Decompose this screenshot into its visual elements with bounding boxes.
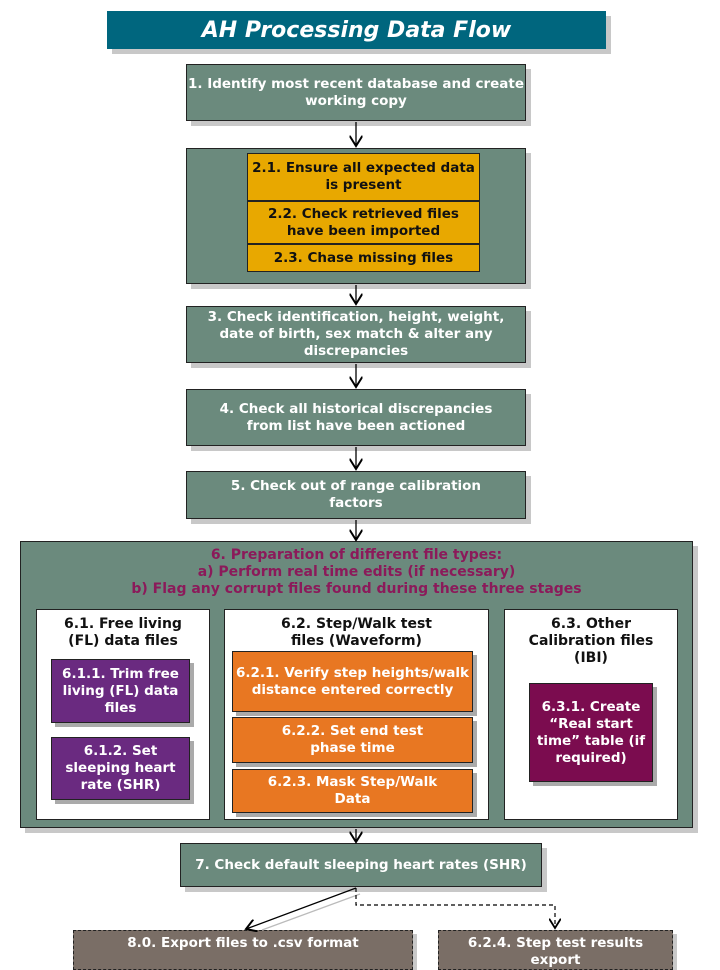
step-2-1: 2.1. Ensure all expected data is present [247, 153, 480, 201]
step-2-2: 2.2. Check retrieved files have been imp… [247, 201, 480, 244]
step-1: 1. Identify most recent database and cre… [186, 64, 526, 121]
step-6-2-3: 6.2.3. Mask Step/Walk Data [232, 769, 473, 813]
step-6-1-2: 6.1.2. Set sleeping heart rate (SHR) [51, 737, 190, 800]
dashed-arrow-7-6-2-4 [355, 888, 555, 928]
step-7: 7. Check default sleeping heart rates (S… [180, 843, 542, 887]
step-6-title: 6. Preparation of different file types: [210, 547, 503, 563]
diagram-title: AH Processing Data Flow [107, 11, 606, 49]
arrow-7-8-shadow [261, 893, 361, 931]
step-6-line-a: a) Perform real time edits (if necessary… [197, 564, 516, 580]
step-6-2-2: 6.2.2. Set end test phase time [232, 717, 473, 763]
step-2-3: 2.3. Chase missing files [247, 244, 480, 272]
step-6-line-b: b) Flag any corrupt files found during t… [131, 581, 582, 597]
step-5: 5. Check out of range calibration factor… [186, 471, 526, 519]
step-6-3-1: 6.3.1. Create “Real start time” table (i… [529, 683, 653, 782]
step-6-2-1: 6.2.1. Verify step heights/walk distance… [232, 651, 473, 712]
step-4: 4. Check all historical discrepancies fr… [186, 389, 526, 446]
step-6-1-1: 6.1.1. Trim free living (FL) data files [51, 659, 190, 723]
arrow-7-8 [246, 887, 357, 929]
step-3: 3. Check identification, height, weight,… [186, 306, 526, 363]
